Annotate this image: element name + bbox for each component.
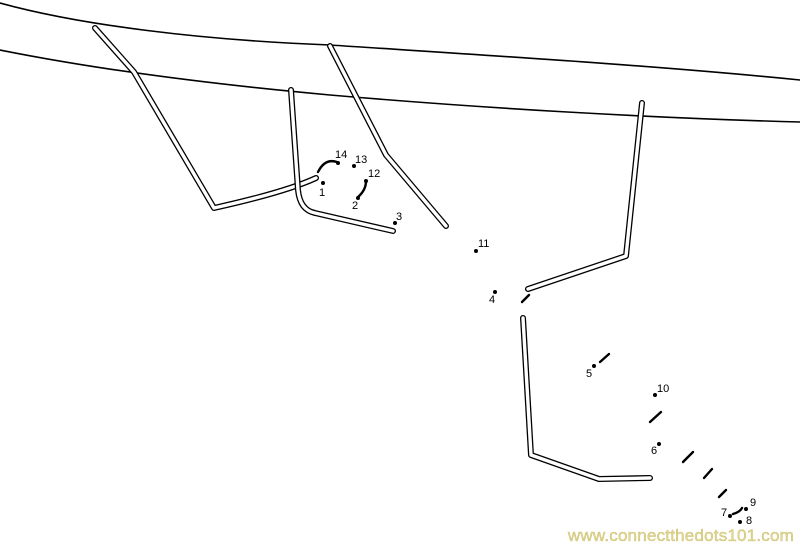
dot-label-13: 13 — [355, 154, 367, 166]
dot-label-2: 2 — [352, 200, 358, 212]
dot-label-7: 7 — [721, 507, 727, 519]
dot-6 — [657, 442, 661, 446]
dot-11 — [474, 249, 478, 253]
dot-label-1: 1 — [319, 187, 325, 199]
dot-3 — [393, 221, 397, 225]
outline — [0, 2, 800, 516]
dot-label-14: 14 — [335, 149, 347, 161]
dot-7 — [728, 514, 732, 518]
dot-label-12: 12 — [368, 168, 380, 180]
dot-2 — [356, 196, 360, 200]
dot-label-3: 3 — [396, 211, 402, 223]
dot-label-10: 10 — [657, 383, 669, 395]
dot-9 — [744, 507, 748, 511]
watermark: www.connectthedots101.com — [567, 526, 794, 545]
dot-label-11: 11 — [478, 238, 489, 250]
dot-label-4: 4 — [489, 294, 495, 306]
dot-label-8: 8 — [746, 515, 752, 527]
dot-1 — [321, 181, 325, 185]
dot-8 — [738, 520, 742, 524]
dot-4 — [493, 290, 497, 294]
dot-10 — [653, 393, 657, 397]
dot-label-5: 5 — [586, 368, 592, 380]
dot-14 — [336, 161, 340, 165]
dot-12 — [364, 179, 368, 183]
dot-label-9: 9 — [750, 497, 756, 509]
dot-label-6: 6 — [651, 445, 657, 457]
dot-13 — [352, 164, 356, 168]
dot-5 — [592, 364, 596, 368]
